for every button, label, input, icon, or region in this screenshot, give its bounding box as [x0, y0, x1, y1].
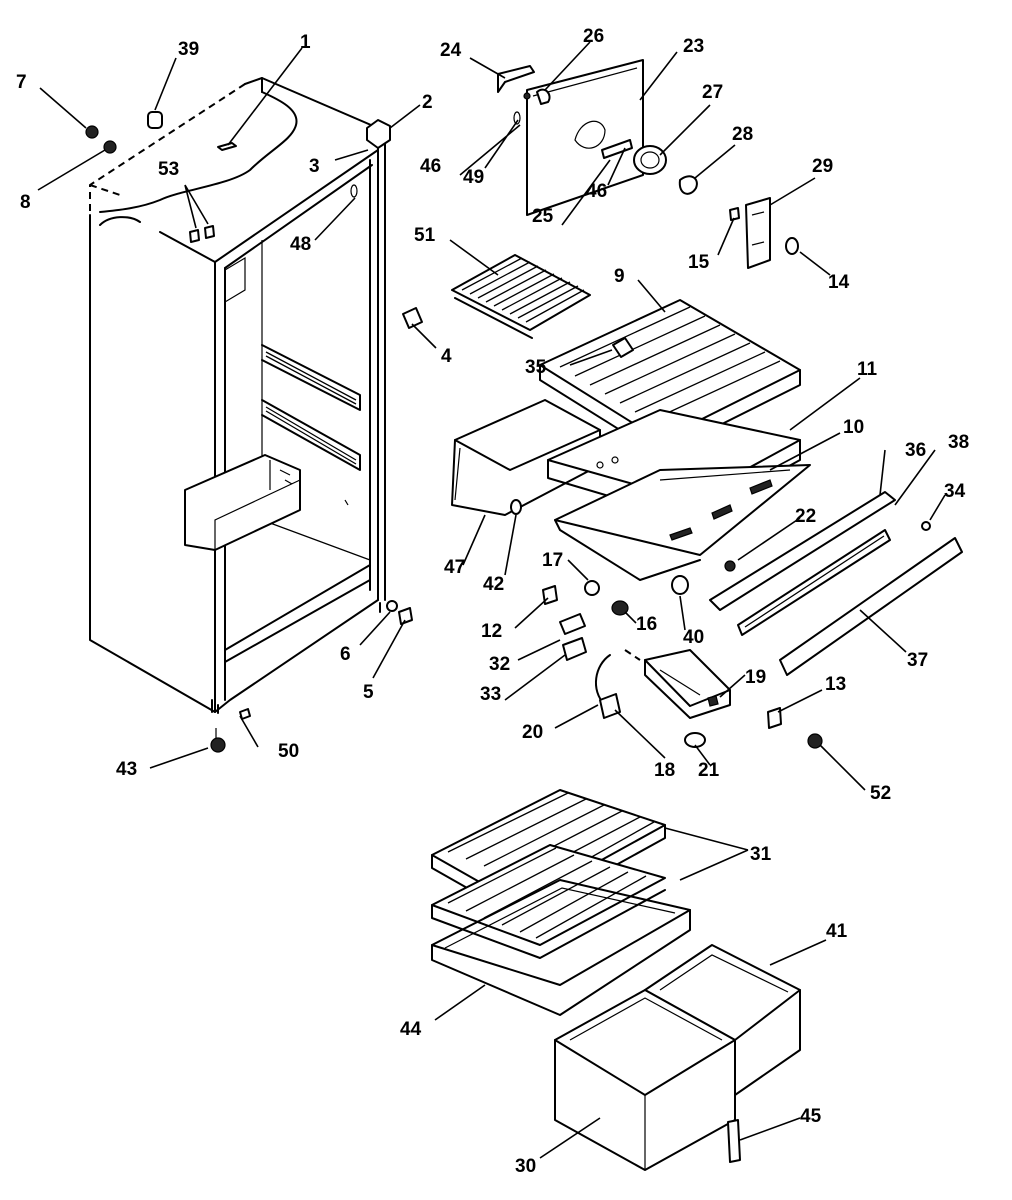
callout-27: 27	[702, 82, 723, 103]
callout-46-bottom: 46	[586, 181, 607, 202]
callout-45: 45	[800, 1106, 822, 1127]
callout-41: 41	[826, 921, 848, 942]
callout-23: 23	[683, 36, 704, 57]
callout-1: 1	[300, 32, 311, 53]
control-small-parts	[542, 560, 823, 749]
callout-30: 30	[515, 1156, 536, 1177]
callout-13: 13	[825, 674, 846, 695]
callout-52: 52	[870, 783, 891, 804]
leader-lines	[37, 41, 946, 1159]
evaporator-cover-panel	[497, 59, 799, 269]
callout-47: 47	[444, 557, 465, 578]
callout-44: 44	[400, 1019, 422, 1040]
callout-29: 29	[812, 156, 833, 177]
callout-labels: 1 2 3 4 5 6 7 8 9 10 11 12 13 14 15 16 1…	[16, 26, 969, 1177]
callout-25: 25	[532, 206, 554, 227]
callout-5: 5	[363, 682, 374, 703]
callout-38: 38	[948, 432, 969, 453]
freezer-shelf-assembly	[451, 299, 811, 581]
callout-34: 34	[944, 481, 966, 502]
callout-35: 35	[525, 357, 547, 378]
callout-53: 53	[158, 159, 179, 180]
callout-8: 8	[20, 192, 31, 213]
cabinet	[89, 77, 386, 714]
callout-33: 33	[480, 684, 501, 705]
callout-50: 50	[278, 741, 299, 762]
callout-14: 14	[828, 272, 850, 293]
callout-22: 22	[795, 506, 816, 527]
callout-40: 40	[683, 627, 704, 648]
callout-16: 16	[636, 614, 657, 635]
callout-32: 32	[489, 654, 510, 675]
callout-49: 49	[463, 167, 484, 188]
callout-28: 28	[732, 124, 753, 145]
callout-3: 3	[309, 156, 320, 177]
callout-4: 4	[441, 346, 452, 367]
callout-7: 7	[16, 72, 27, 93]
callout-10: 10	[843, 417, 864, 438]
callout-51: 51	[414, 225, 436, 246]
trim-strips	[709, 491, 963, 676]
callout-31: 31	[750, 844, 772, 865]
callout-18: 18	[654, 760, 675, 781]
callout-15: 15	[688, 252, 710, 273]
cabinet-small-parts	[85, 111, 423, 753]
callout-2: 2	[422, 92, 433, 113]
callout-21: 21	[698, 760, 720, 781]
callout-37: 37	[907, 650, 928, 671]
callout-20: 20	[522, 722, 543, 743]
callout-19: 19	[745, 667, 766, 688]
callout-24: 24	[440, 40, 462, 61]
callout-36: 36	[905, 440, 926, 461]
callout-26: 26	[583, 26, 604, 47]
callout-39: 39	[178, 39, 199, 60]
crisper-drawers	[554, 944, 801, 1171]
callout-48: 48	[290, 234, 311, 255]
freezer-wire-shelf	[451, 254, 591, 339]
glass-shelves	[431, 789, 691, 1016]
callout-9: 9	[614, 266, 625, 287]
callout-17: 17	[542, 550, 563, 571]
callout-46-top: 46	[420, 156, 441, 177]
callout-12: 12	[481, 621, 502, 642]
callout-11: 11	[857, 359, 878, 380]
callout-43: 43	[116, 759, 137, 780]
callout-6: 6	[340, 644, 351, 665]
callout-42: 42	[483, 574, 504, 595]
